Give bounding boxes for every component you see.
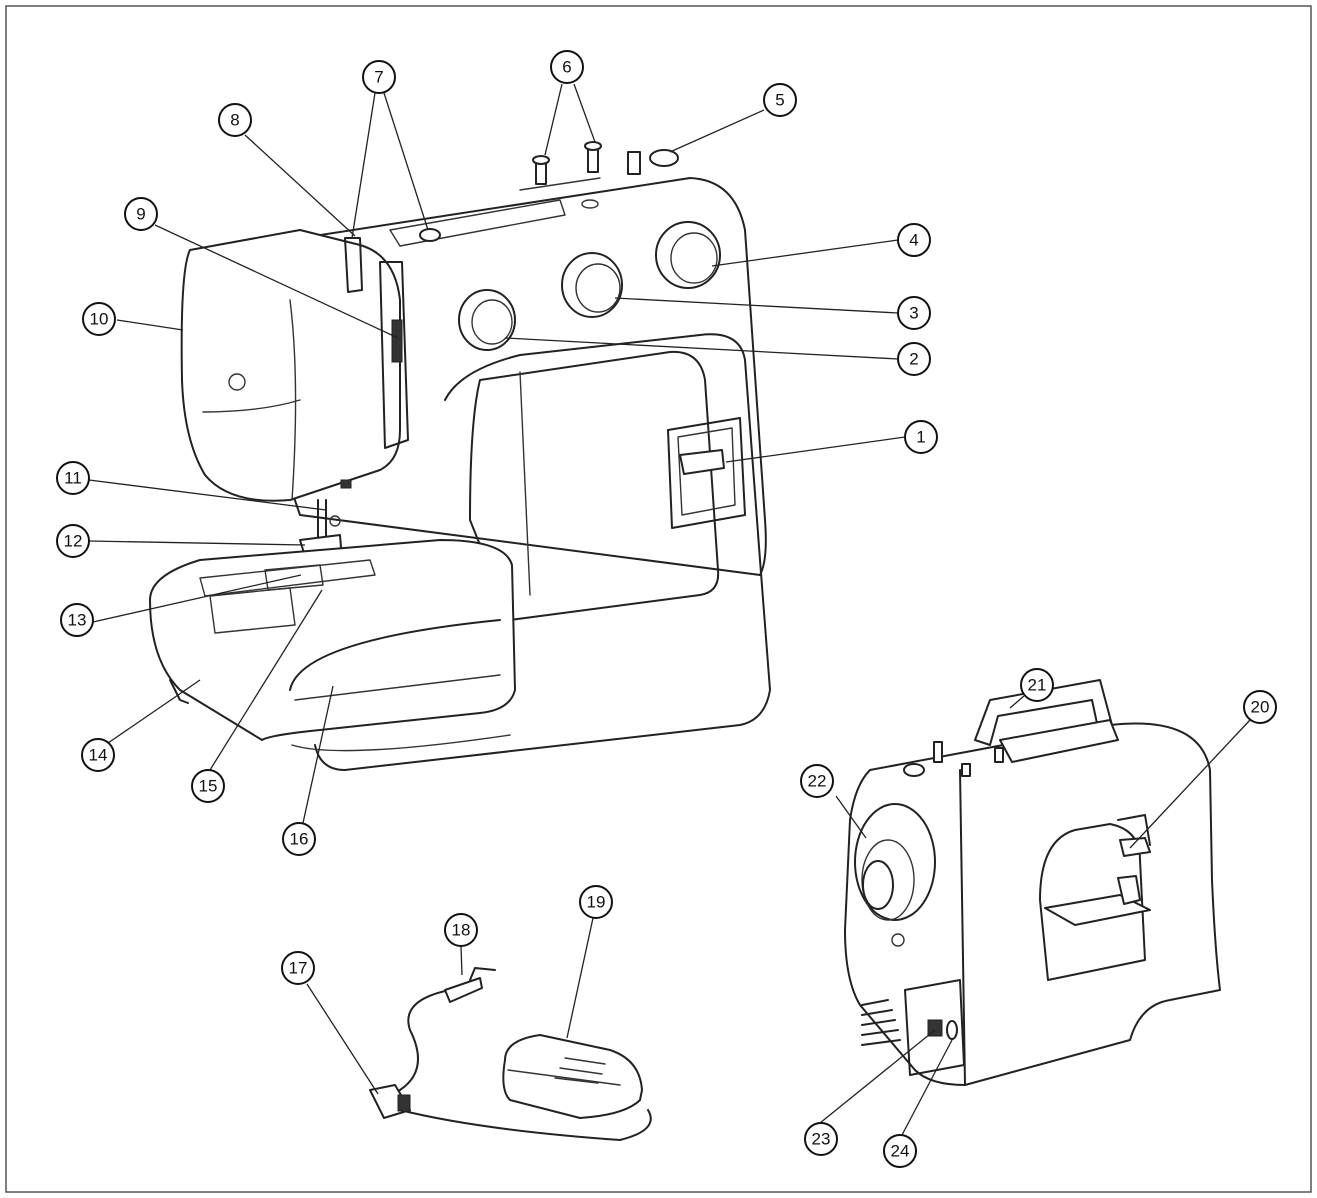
- callout-11: 11: [56, 461, 90, 495]
- svg-text:6: 6: [562, 58, 571, 77]
- foot-control-drawing: [369, 967, 652, 1141]
- svg-text:19: 19: [587, 893, 606, 912]
- svg-text:23: 23: [812, 1130, 831, 1149]
- svg-text:17: 17: [289, 959, 308, 978]
- svg-text:2: 2: [909, 350, 918, 369]
- callout-1: 1: [904, 420, 938, 454]
- callout-15: 15: [191, 769, 225, 803]
- callout-22: 22: [800, 764, 834, 798]
- svg-text:20: 20: [1251, 698, 1270, 717]
- callouts: 1 2 3 4 5 6 7 8 9 10 11 12 13 14 15 16 1…: [56, 50, 1277, 1168]
- callout-5: 5: [763, 83, 797, 117]
- callout-8: 8: [218, 103, 252, 137]
- svg-text:12: 12: [64, 532, 83, 551]
- svg-text:8: 8: [230, 111, 239, 130]
- callout-20: 20: [1243, 690, 1277, 724]
- callout-12: 12: [56, 524, 90, 558]
- callout-14: 14: [81, 738, 115, 772]
- svg-text:10: 10: [90, 310, 109, 329]
- callout-16: 16: [282, 822, 316, 856]
- svg-text:22: 22: [808, 772, 827, 791]
- svg-text:16: 16: [290, 830, 309, 849]
- callout-18: 18: [444, 913, 478, 947]
- front-view-machine-drawing: [149, 141, 771, 771]
- callout-2: 2: [897, 342, 931, 376]
- callout-23: 23: [804, 1122, 838, 1156]
- leader-lines: [88, 83, 1251, 1136]
- callout-3: 3: [897, 296, 931, 330]
- svg-text:18: 18: [452, 921, 471, 940]
- callout-21: 21: [1020, 668, 1054, 702]
- svg-text:21: 21: [1028, 676, 1047, 695]
- callout-10: 10: [82, 302, 116, 336]
- callout-6: 6: [550, 50, 584, 84]
- callout-4: 4: [897, 223, 931, 257]
- callout-19: 19: [579, 885, 613, 919]
- svg-text:13: 13: [68, 611, 87, 630]
- callout-17: 17: [281, 951, 315, 985]
- svg-text:11: 11: [64, 469, 82, 488]
- callout-7: 7: [362, 60, 396, 94]
- svg-text:1: 1: [916, 428, 925, 447]
- svg-text:7: 7: [374, 68, 383, 87]
- svg-text:15: 15: [199, 777, 218, 796]
- svg-text:24: 24: [891, 1142, 910, 1161]
- svg-text:14: 14: [89, 746, 108, 765]
- svg-text:9: 9: [136, 205, 145, 224]
- svg-text:4: 4: [909, 231, 918, 250]
- callout-24: 24: [883, 1134, 917, 1168]
- callout-9: 9: [124, 197, 158, 231]
- callout-13: 13: [60, 603, 94, 637]
- svg-text:5: 5: [775, 91, 784, 110]
- svg-text:3: 3: [909, 304, 918, 323]
